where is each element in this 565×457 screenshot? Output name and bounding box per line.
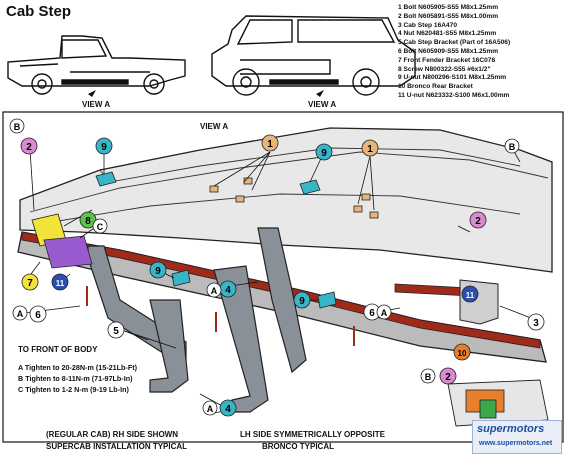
supermotors-watermark: supermotors www.supermotors.net <box>472 420 562 454</box>
watermark-url: www.supermotors.net <box>479 440 553 447</box>
step-bolts <box>86 286 355 346</box>
svg-text:4: 4 <box>225 285 231 296</box>
svg-text:9: 9 <box>101 142 107 153</box>
bronco-rear-bracket <box>459 279 499 325</box>
svg-text:8: 8 <box>85 216 91 227</box>
svg-text:4: 4 <box>225 404 231 415</box>
callout-2-a: 2 <box>20 137 38 155</box>
parts-list-item: 1 Bolt N605905-S55 M8x1.25mm <box>398 4 499 11</box>
callout-11-a: 11 <box>51 273 69 291</box>
svg-text:6: 6 <box>369 308 375 319</box>
front-fender-bracket <box>31 213 93 269</box>
view-a-arrow-right <box>316 90 324 97</box>
svg-text:7: 7 <box>27 278 33 289</box>
regular-cab-truck-drawing <box>7 35 186 95</box>
svg-text:1: 1 <box>367 144 373 155</box>
svg-text:B: B <box>14 122 21 132</box>
svg-text:11: 11 <box>466 291 475 300</box>
body-side-panel <box>19 127 553 273</box>
callout-9-b: 9 <box>315 143 333 161</box>
svg-text:B: B <box>425 372 432 382</box>
parts-list-item: 3 Cab Step 16A470 <box>398 21 458 29</box>
parts-list-item: 5 Cab Step Bracket (Part of 16A506) <box>398 39 511 47</box>
cab-step-bracket-rear <box>213 227 307 413</box>
svg-text:C: C <box>97 222 104 232</box>
callout-4-a: 4 <box>219 280 237 298</box>
callout-2-c: 2 <box>439 367 457 385</box>
caption-bronco: BRONCO TYPICAL <box>262 442 334 451</box>
svg-text:9: 9 <box>321 148 327 159</box>
caption-supercab: SUPERCAB INSTALLATION TYPICAL <box>46 442 188 451</box>
torque-note-a: A Tighten to 20-28N-m (15-21Lb-Ft) <box>18 363 138 372</box>
parts-list-item: 2 Bolt N605891-S55 M8x1.00mm <box>398 12 499 20</box>
svg-text:10: 10 <box>458 349 467 358</box>
callout-c: C <box>92 218 108 234</box>
svg-text:6: 6 <box>35 310 41 321</box>
callout-a-right: A <box>376 304 392 320</box>
parts-list: 1 Bolt N605905-S55 M8x1.25mm 2 Bolt N605… <box>398 4 563 101</box>
callout-5: 5 <box>107 321 125 339</box>
svg-text:2: 2 <box>475 216 481 227</box>
watermark-brand: supermotors <box>477 423 545 435</box>
svg-text:A: A <box>381 308 388 318</box>
callout-6-a: 6 <box>29 305 47 323</box>
view-a-label-right: VIEW A <box>308 100 337 109</box>
callout-11-b: 11 <box>461 285 479 303</box>
callout-9-d: 9 <box>293 291 311 309</box>
callout-1-b: 1 <box>361 139 379 157</box>
callout-7: 7 <box>21 273 39 291</box>
callout-4-b: 4 <box>219 399 237 417</box>
view-a-label-detail: VIEW A <box>200 122 229 131</box>
u-nut-row <box>95 171 337 309</box>
svg-text:2: 2 <box>445 372 451 383</box>
svg-text:9: 9 <box>299 296 305 307</box>
view-a-detail-frame <box>2 111 564 443</box>
svg-text:11: 11 <box>56 279 65 288</box>
callout-3: 3 <box>527 313 545 331</box>
svg-text:A: A <box>207 404 214 414</box>
parts-list-item: 8 Screw N800322-S55 #6x1/2" <box>398 65 491 73</box>
bolt-row <box>209 177 379 219</box>
torque-notes: A Tighten to 20-28N-m (15-21Lb-Ft) B Tig… <box>18 362 137 395</box>
parts-list-item: 4 Nut N620481-S55 M8x1.25mm <box>398 30 497 38</box>
parts-list-item: 10 Bronco Rear Bracket <box>398 83 473 91</box>
callout-a-bolt: A <box>206 282 222 298</box>
callout-9-a: 9 <box>95 137 113 155</box>
callout-a-mid: A <box>202 400 218 416</box>
callout-b-left: B <box>9 118 25 134</box>
svg-text:1: 1 <box>267 139 273 150</box>
front-of-body-label: TO FRONT OF BODY <box>18 345 98 354</box>
svg-text:3: 3 <box>533 318 539 329</box>
callout-9-c: 9 <box>149 261 167 279</box>
callout-b-right: B <box>504 138 520 154</box>
parts-list-item: 6 Bolt N605909-S55 M8x1.25mm <box>398 47 499 55</box>
svg-text:5: 5 <box>113 326 119 337</box>
callout-2-b: 2 <box>469 211 487 229</box>
caption-lh-side: LH SIDE SYMMETRICALLY OPPOSITE <box>240 430 385 439</box>
view-a-arrow-left <box>88 90 96 97</box>
callout-a-left: A <box>12 305 28 321</box>
svg-text:2: 2 <box>26 142 32 153</box>
caption-regular-cab: (REGULAR CAB) RH SIDE SHOWN <box>46 430 178 439</box>
parts-list-item: 7 Front Fender Bracket 16C078 <box>398 56 496 64</box>
callout-1-a: 1 <box>261 134 279 152</box>
bronco-drawing <box>211 15 416 96</box>
view-a-label-left: VIEW A <box>82 100 111 109</box>
parts-list-item: 11 U-nut N623332-S100 M6x1.00mm <box>398 91 510 99</box>
svg-text:9: 9 <box>155 266 161 277</box>
svg-text:A: A <box>17 309 24 319</box>
page-title: Cab Step <box>6 3 72 20</box>
torque-note-b: B Tighten to 8-11N-m (71-97Lb-In) <box>18 374 133 383</box>
torque-note-c: C Tighten to 1-2 N-m (9-19 Lb-In) <box>18 385 129 394</box>
svg-text:B: B <box>509 142 516 152</box>
callout-b-detail: B <box>420 368 436 384</box>
callout-10: 10 <box>453 343 471 361</box>
parts-list-item: 9 U-nut N800296-S101 M8x1.25mm <box>398 74 507 82</box>
svg-text:A: A <box>211 286 218 296</box>
